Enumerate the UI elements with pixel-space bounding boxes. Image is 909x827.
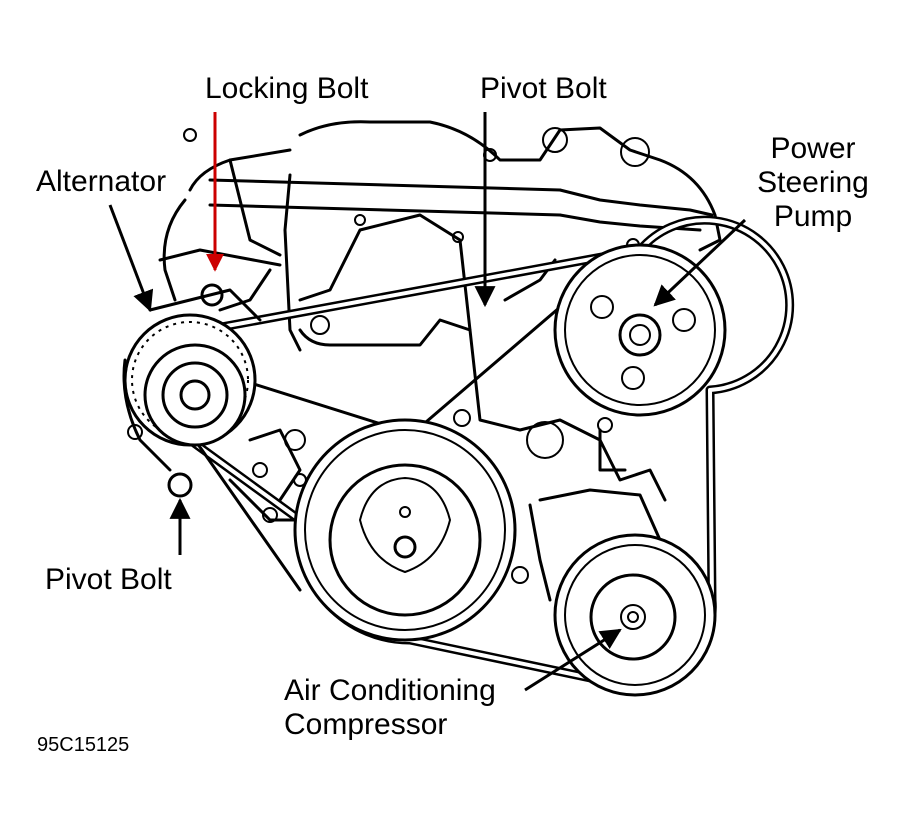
ac-compressor-arrow	[524, 628, 622, 692]
pivot-bolt-bottom-label: Pivot Bolt	[45, 563, 172, 596]
alternator	[122, 283, 262, 498]
ac-label-1: Air Conditioning	[284, 674, 496, 707]
power-steering-label-2: Steering	[757, 166, 869, 199]
power-steering-arrow	[653, 218, 747, 307]
ac-compressor-pulley	[553, 533, 717, 697]
alternator-label: Alternator	[36, 165, 167, 198]
figure-id: 95C15125	[37, 734, 130, 756]
alternator-arrow	[108, 204, 154, 312]
crankshaft-pulley	[293, 418, 517, 642]
pivot-bolt-top-label: Pivot Bolt	[480, 72, 607, 105]
ac-label-2: Compressor	[284, 708, 448, 741]
power-steering-label-1: Power	[770, 132, 856, 165]
power-steering-pulley	[553, 243, 727, 417]
power-steering-label-3: Pump	[773, 200, 853, 233]
locking-bolt-label: Locking Bolt	[205, 72, 369, 105]
